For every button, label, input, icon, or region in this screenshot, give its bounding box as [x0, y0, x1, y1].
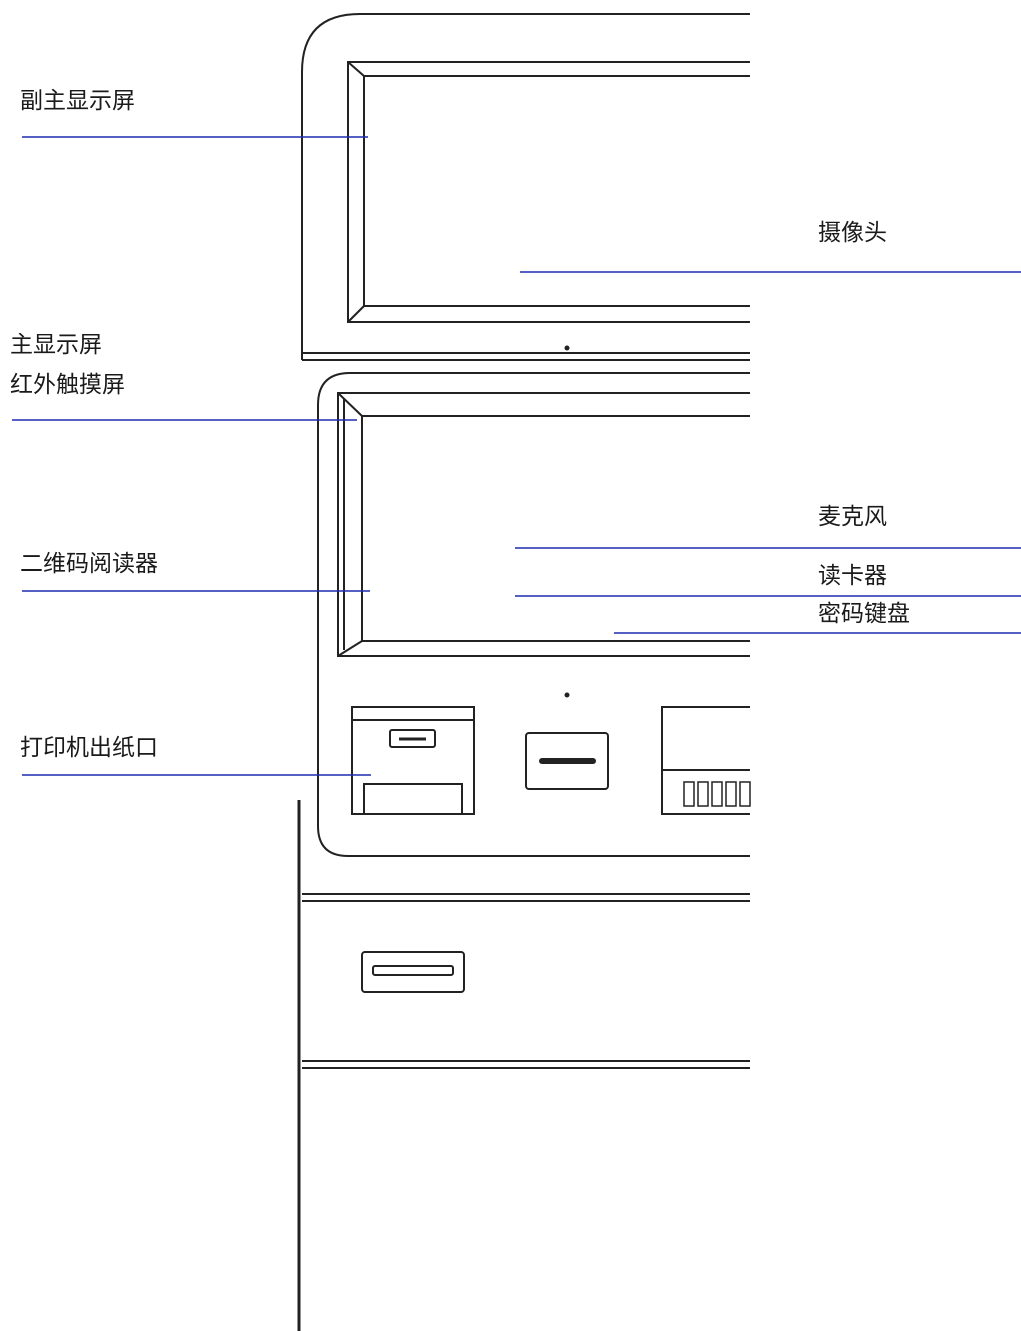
- qr-reader-window: [389, 729, 436, 748]
- pin-pad-housing: [661, 706, 750, 815]
- label-pin-pad: 密码键盘: [818, 601, 910, 627]
- label-secondary-display: 副主显示屏: [20, 88, 135, 114]
- lower-card-slot: [361, 951, 465, 993]
- label-main-display: 主显示屏: [10, 332, 102, 358]
- label-card-reader: 读卡器: [818, 563, 887, 589]
- secondary-display-bezel: [347, 61, 750, 323]
- label-microphone: 麦克风: [818, 504, 887, 530]
- pin-pad-keys: [683, 781, 751, 807]
- camera-lens: [564, 345, 570, 351]
- main-display-bezel: [337, 392, 750, 657]
- kiosk-outline: [297, 13, 751, 1331]
- leader-lines: [12, 136, 1021, 776]
- top-housing-edge: [301, 13, 750, 360]
- main-panel-outline: [317, 372, 750, 857]
- printer-module: [351, 706, 475, 815]
- label-ir-touchscreen: 红外触摸屏: [10, 372, 125, 398]
- printer-paper-slot: [363, 783, 463, 815]
- card-reader: [525, 732, 609, 790]
- label-printer-slot: 打印机出纸口: [20, 735, 158, 761]
- label-camera: 摄像头: [818, 220, 887, 246]
- main-display-screen: [361, 415, 750, 642]
- secondary-display-screen: [363, 75, 750, 307]
- label-qr-reader: 二维码阅读器: [20, 551, 158, 577]
- microphone-hole: [564, 692, 570, 698]
